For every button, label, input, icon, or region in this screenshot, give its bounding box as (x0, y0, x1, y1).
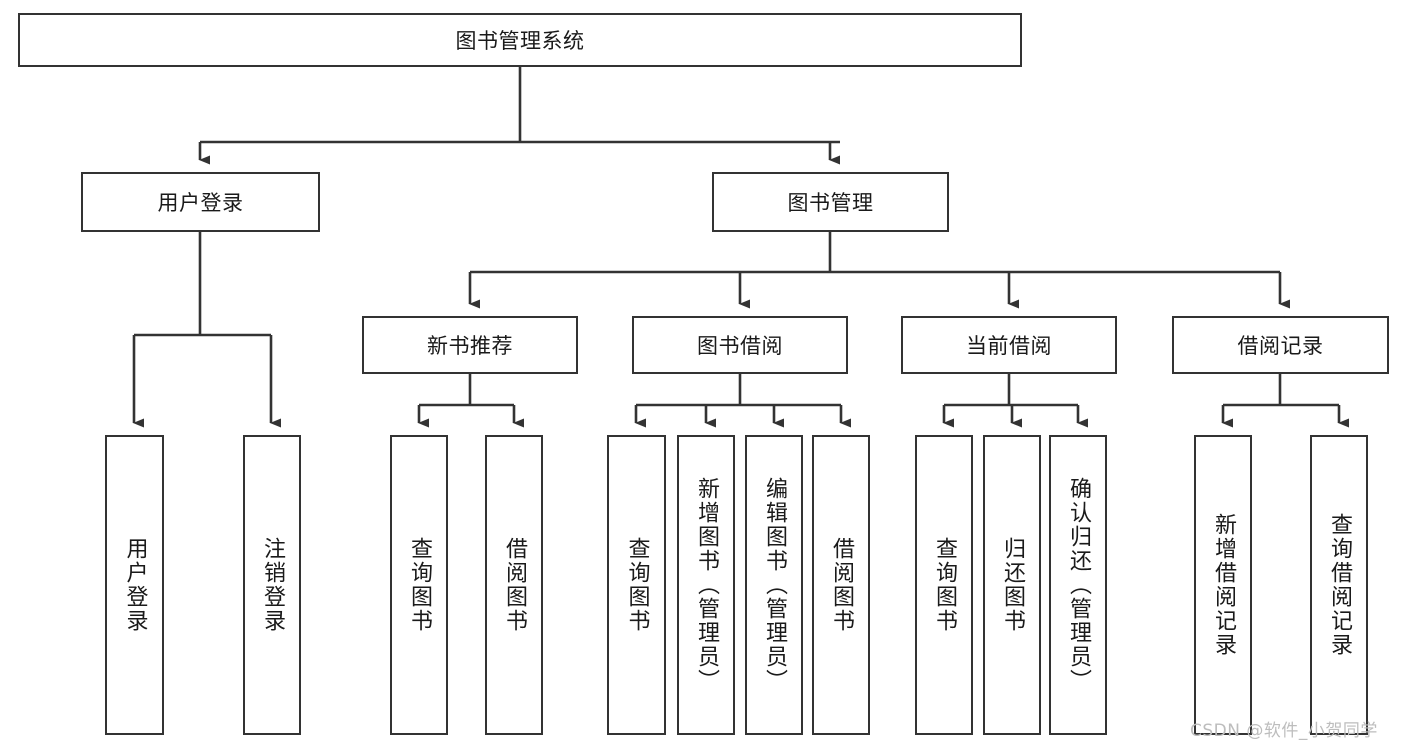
node-user-login[interactable]: 用户登录 (81, 172, 320, 232)
node-label: 图书借阅 (697, 334, 783, 358)
node-current-borrow[interactable]: 当前借阅 (901, 316, 1117, 374)
watermark-text: CSDN @软件_小贺同学 (1190, 721, 1378, 741)
node-label: 借阅记录 (1237, 334, 1324, 358)
leaf-add-book-admin[interactable]: 新增图书（管理员） (677, 435, 735, 735)
leaf-query-book-recommend[interactable]: 查询图书 (390, 435, 448, 735)
leaf-borrow-book-recommend[interactable]: 借阅图书 (485, 435, 543, 735)
node-borrow-record[interactable]: 借阅记录 (1172, 316, 1389, 374)
leaf-logout-login[interactable]: 注销登录 (243, 435, 301, 735)
node-label: 新书推荐 (427, 334, 513, 358)
leaf-add-borrow-record[interactable]: 新增借阅记录 (1194, 435, 1252, 735)
leaf-query-book-current[interactable]: 查询图书 (915, 435, 973, 735)
leaf-query-book-borrow[interactable]: 查询图书 (607, 435, 666, 735)
leaf-query-borrow-record[interactable]: 查询借阅记录 (1310, 435, 1368, 735)
node-label: 用户登录 (157, 191, 244, 215)
node-book-borrow[interactable]: 图书借阅 (632, 316, 848, 374)
node-label: 当前借阅 (966, 334, 1052, 358)
leaf-edit-book-admin[interactable]: 编辑图书（管理员） (745, 435, 803, 735)
leaf-user-login[interactable]: 用户登录 (105, 435, 164, 735)
node-new-book-recommend[interactable]: 新书推荐 (362, 316, 578, 374)
leaf-confirm-return-admin[interactable]: 确认归还（管理员） (1049, 435, 1107, 735)
leaf-borrow-book[interactable]: 借阅图书 (812, 435, 870, 735)
leaf-return-book[interactable]: 归还图书 (983, 435, 1041, 735)
node-root-system[interactable]: 图书管理系统 (18, 13, 1022, 67)
node-label: 图书管理 (787, 191, 874, 215)
node-book-management[interactable]: 图书管理 (712, 172, 949, 232)
node-label: 图书管理系统 (455, 29, 585, 53)
